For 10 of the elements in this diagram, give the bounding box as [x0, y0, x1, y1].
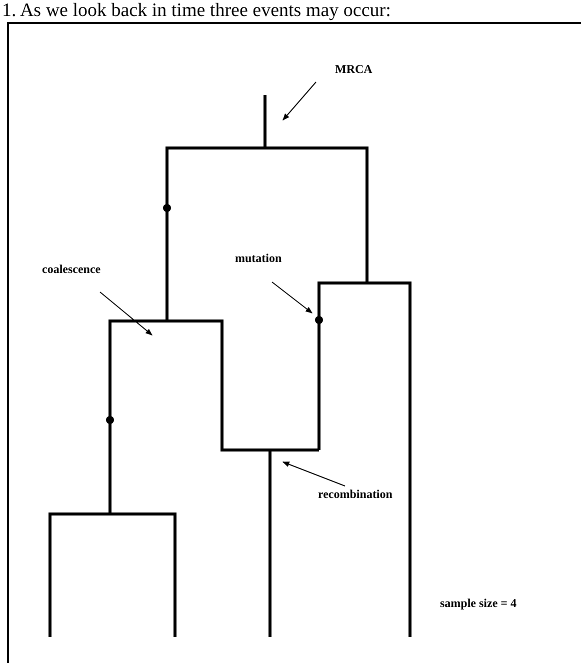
event-label: coalescence — [42, 262, 101, 276]
event-label: mutation — [235, 251, 282, 265]
title: 1. As we look back in time three events may occur: — [2, 0, 391, 21]
event-label: recombination — [318, 487, 392, 501]
leader-arrow — [282, 462, 346, 486]
leader-arrow — [100, 292, 153, 336]
leader-arrow — [272, 282, 313, 314]
sample-size-note: sample size = 4 — [440, 596, 516, 610]
event-label: MRCA — [335, 62, 372, 76]
leader-arrow — [282, 82, 316, 121]
